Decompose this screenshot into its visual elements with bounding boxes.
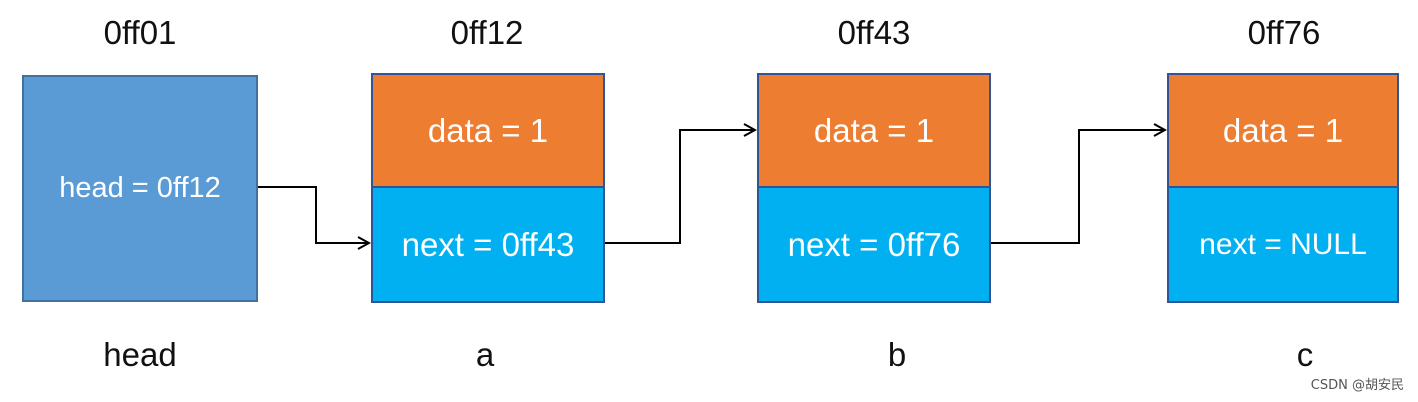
node-a-next-cell: next = 0ff43 [371,188,605,303]
head-pointer-box: head = 0ff12 [22,75,258,302]
label-a: a [475,336,495,373]
node-b-data-cell: data = 1 [757,73,991,188]
node-b-next-text: next = 0ff76 [787,225,961,263]
node-a: data = 1 next = 0ff43 [371,73,605,303]
arrow-head-to-a [258,186,369,243]
node-b-data-text: data = 1 [813,111,935,149]
address-c: 0ff76 [1247,14,1321,51]
address-a: 0ff12 [450,14,524,51]
head-pointer-text: head = 0ff12 [59,172,221,204]
address-b: 0ff43 [837,14,911,51]
node-c-data-text: data = 1 [1222,111,1344,149]
node-c: data = 1 next = NULL [1167,73,1399,303]
watermark: CSDN @胡安民 [1310,378,1404,393]
label-c: c [1296,336,1314,373]
node-b: data = 1 next = 0ff76 [757,73,991,303]
arrow-b-to-c [991,130,1165,244]
node-c-next-text: next = NULL [1199,227,1367,261]
node-b-next-cell: next = 0ff76 [757,188,991,303]
node-c-data-cell: data = 1 [1167,73,1399,188]
label-head: head [103,336,177,373]
node-a-data-text: data = 1 [427,111,549,149]
node-c-next-cell: next = NULL [1167,188,1399,303]
node-a-data-cell: data = 1 [371,73,605,188]
label-b: b [887,336,907,373]
address-head: 0ff01 [103,14,177,51]
node-a-next-text: next = 0ff43 [401,225,575,263]
arrow-a-to-b [605,130,755,244]
